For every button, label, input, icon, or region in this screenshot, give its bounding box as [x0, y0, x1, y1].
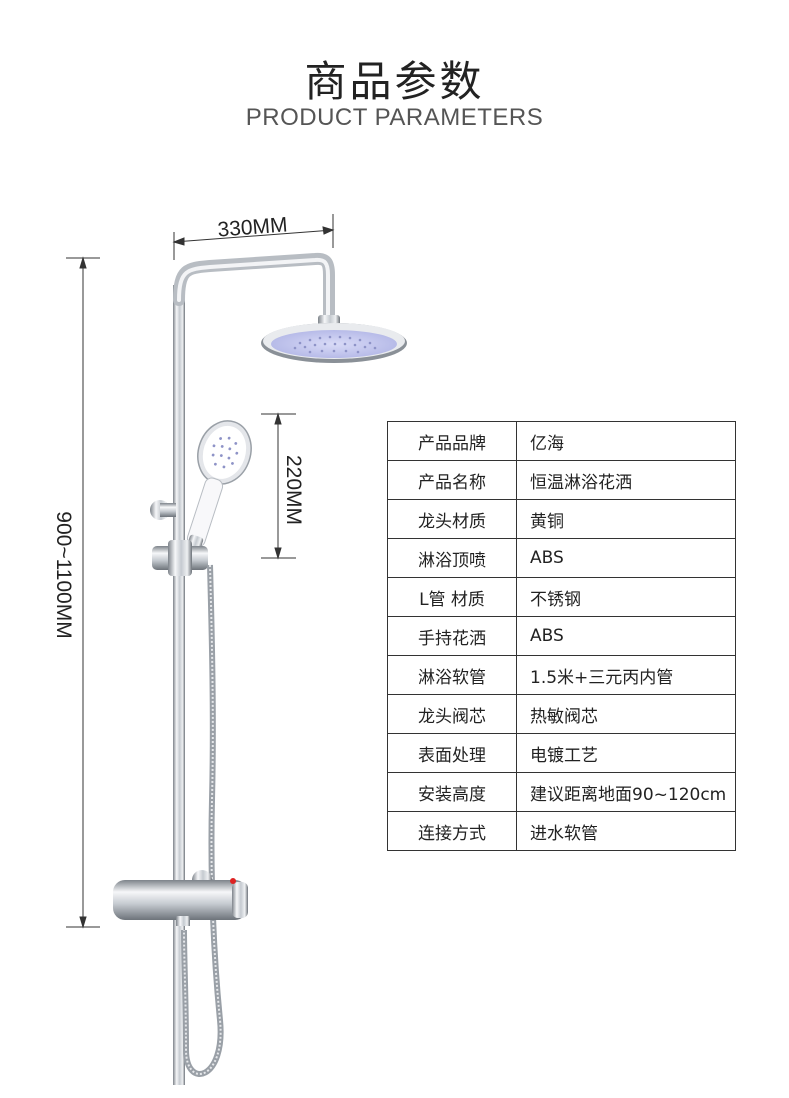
param-value: 亿海 — [516, 421, 736, 461]
param-value: 电镀工艺 — [516, 733, 736, 773]
param-value: 不锈钢 — [516, 577, 736, 617]
param-key: L管 材质 — [387, 577, 517, 617]
height-label: 900~1100MM — [52, 511, 75, 638]
param-key: 龙头阀芯 — [387, 694, 517, 734]
param-key: 淋浴软管 — [387, 655, 517, 695]
param-key: 表面处理 — [387, 733, 517, 773]
param-row: 龙头阀芯热敏阀芯 — [387, 694, 736, 734]
spray-nozzles — [293, 335, 377, 354]
param-value: 黄铜 — [516, 499, 736, 539]
param-value: 热敏阀芯 — [516, 694, 736, 734]
height-dimension — [66, 256, 100, 929]
param-row: 安装高度建议距离地面90~120cm — [387, 772, 736, 812]
param-value: 进水软管 — [516, 811, 736, 851]
width-dimension — [172, 214, 335, 260]
shower-hose — [181, 564, 224, 1077]
handheld-shower — [186, 420, 252, 551]
handheld-label: 220MM — [282, 455, 305, 525]
param-key: 淋浴顶喷 — [387, 538, 517, 578]
param-row: 产品名称恒温淋浴花洒 — [387, 460, 736, 500]
param-key: 安装高度 — [387, 772, 517, 812]
page-subtitle: PRODUCT PARAMETERS — [245, 104, 544, 131]
param-value: 恒温淋浴花洒 — [516, 460, 736, 500]
thermostatic-mixer — [113, 870, 248, 926]
param-key: 产品名称 — [387, 460, 517, 500]
param-key: 产品品牌 — [387, 421, 517, 461]
param-row: 表面处理电镀工艺 — [387, 733, 736, 773]
param-key: 龙头材质 — [387, 499, 517, 539]
param-row: 产品品牌亿海 — [387, 421, 736, 461]
param-value: ABS — [516, 538, 736, 578]
param-key: 手持花洒 — [387, 616, 517, 656]
param-row: 连接方式进水软管 — [387, 811, 736, 851]
param-value: 1.5米+三元丙内管 — [516, 655, 736, 695]
param-key: 连接方式 — [387, 811, 517, 851]
page-title: 商品参数 — [304, 57, 485, 106]
param-row: 龙头材质黄铜 — [387, 499, 736, 539]
width-label: 330MM — [217, 213, 289, 241]
param-value: 建议距离地面90~120cm — [516, 772, 736, 812]
param-row: L管 材质不锈钢 — [387, 577, 736, 617]
param-value: ABS — [516, 616, 736, 656]
handheld-dimension — [261, 412, 296, 560]
